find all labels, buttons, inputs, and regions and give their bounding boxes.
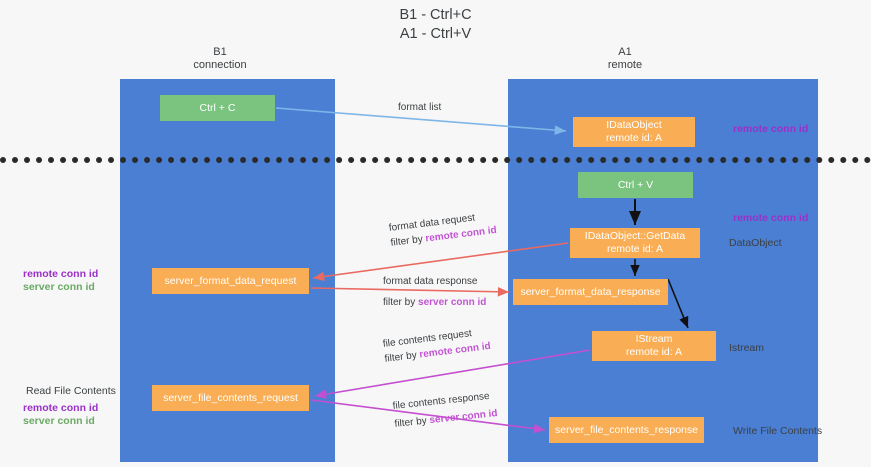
filter-prefix: filter by [394,415,431,430]
legend-server-conn-id: server conn id [23,281,95,293]
note-remote-conn-id-mid: remote conn id [733,212,809,224]
legend-server-conn-id: server conn id [23,415,95,427]
legend-remote-conn-id: remote conn id [23,402,99,414]
box-server-file-contents-request[interactable]: server_file_contents_request [152,385,309,411]
edge-label-format-list: format list [398,102,442,113]
edge-label-format-data-request: format data request filter by remote con… [388,208,498,251]
legend-conn-ids-top: remote conn id server conn id [23,268,98,294]
edge-label-file-contents-request: file contents request filter by remote c… [382,324,492,367]
filter-prefix: filter by [383,297,419,308]
filter-prefix: filter by [384,349,421,365]
edge-label-file-contents-response: file contents response filter by server … [392,388,498,432]
box-ctrl-c[interactable]: Ctrl + C [160,95,275,121]
legend-conn-ids-bottom: remote conn id server conn id [23,402,98,428]
page-title: B1 - Ctrl+C A1 - Ctrl+V [399,7,472,42]
note-read-file-contents: Read File Contents [26,385,116,397]
box-server-format-data-response[interactable]: server_format_data_response [513,279,668,305]
box-ctrl-v[interactable]: Ctrl + V [578,172,693,198]
edge-label-line-primary: format data response [383,276,478,287]
legend-remote-conn-id: remote conn id [23,268,99,280]
note-dataobject: DataObject [729,237,782,249]
note-istream: Istream [729,342,765,354]
box-idataobject-getdata[interactable]: IDataObject::GetData remote id: A [570,228,700,258]
phase-divider [0,157,871,163]
filter-prefix: filter by [390,233,427,249]
box-server-format-data-request[interactable]: server_format_data_request [152,268,309,294]
box-idataobject[interactable]: IDataObject remote id: A [573,117,695,147]
edge-label-format-data-response: format data response filter by server co… [383,274,486,310]
box-istream[interactable]: IStream remote id: A [592,331,716,361]
filter-key-server-conn-id: server conn id [428,408,499,427]
note-write-file-contents: Write File Contents [733,425,823,437]
column-header-b1: B1 connection [193,46,247,71]
box-server-file-contents-response[interactable]: server_file_contents_response [549,417,704,443]
column-header-a1: A1 remote [607,46,643,71]
filter-key-server-conn-id: server conn id [418,297,487,308]
edge-label-line-filter: filter by server conn id [383,295,486,310]
note-remote-conn-id-top: remote conn id [733,123,809,135]
